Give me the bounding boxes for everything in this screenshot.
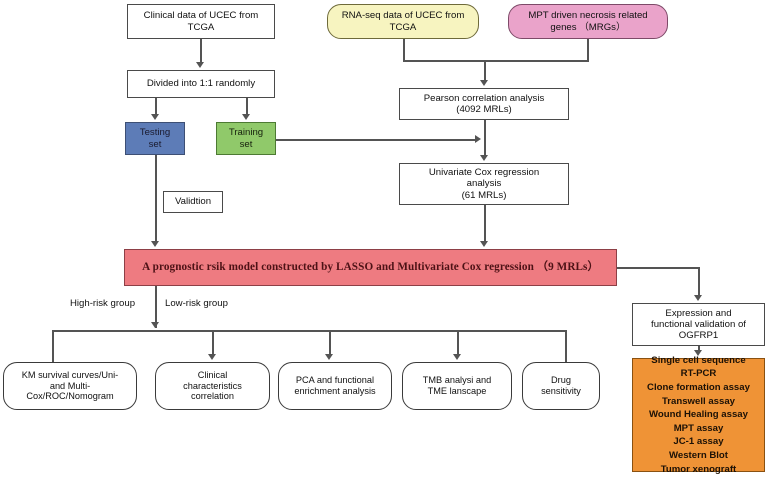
experiment-item: JC-1 assay bbox=[673, 436, 724, 448]
arrowhead-clinical-to-divided bbox=[196, 62, 204, 68]
connector-testing-to-model bbox=[155, 155, 157, 241]
arrowhead-bus-to-clinical-corr bbox=[208, 354, 216, 360]
connector-model-to-bus bbox=[155, 286, 157, 328]
connector-bus-to-pca bbox=[329, 330, 331, 355]
node-clinical-data: Clinical data of UCEC from TCGA bbox=[127, 4, 275, 39]
connector-model-to-expression-v bbox=[698, 267, 700, 296]
connector-bus-to-tmb bbox=[457, 330, 459, 355]
node-mrgs: MPT driven necrosis related genes （MRGs） bbox=[508, 4, 668, 39]
connector-bus-to-drug bbox=[565, 330, 567, 362]
arrowhead-testing-to-model bbox=[151, 241, 159, 247]
connector-mrgs-down bbox=[587, 39, 589, 61]
node-prognostic-risk-model: A prognostic rsik model constructed by L… bbox=[124, 249, 617, 286]
arrowhead-bus-to-tmb bbox=[453, 354, 461, 360]
arrowhead-model-to-bus bbox=[151, 322, 159, 328]
experiment-item: Single cell sequence bbox=[651, 354, 746, 366]
node-divided-randomly: Divided into 1:1 randomly bbox=[127, 70, 275, 98]
arrowhead-cox-to-model bbox=[480, 241, 488, 247]
connector-rnaseq-down bbox=[403, 39, 405, 61]
connector-model-to-expression-h bbox=[617, 267, 699, 269]
arrowhead-join-to-pearson bbox=[480, 80, 488, 86]
connector-cox-to-model bbox=[484, 205, 486, 242]
node-expression-validation: Expression and functional validation of … bbox=[632, 303, 765, 346]
node-experiments-list: Single cell sequence RT-PCR Clone format… bbox=[632, 355, 765, 475]
node-tmb-tme: TMB analysi and TME lanscape bbox=[402, 362, 512, 410]
connector-clinical-to-divided bbox=[200, 39, 202, 63]
node-training-set: Training set bbox=[216, 122, 276, 155]
experiment-item: Transwell assay bbox=[661, 395, 736, 407]
node-testing-set: Testing set bbox=[125, 122, 185, 155]
experiment-item: Clone formation assay bbox=[647, 381, 750, 393]
connector-bus-to-km bbox=[52, 330, 54, 362]
arrowhead-pearson-to-cox bbox=[480, 155, 488, 161]
node-drug-sensitivity: Drug sensitivity bbox=[522, 362, 600, 410]
experiment-item: MPT assay bbox=[673, 422, 724, 434]
arrowhead-bus-to-pca bbox=[325, 354, 333, 360]
connector-bus-to-clinical-corr bbox=[212, 330, 214, 355]
node-rnaseq-data: RNA-seq data of UCEC from TCGA bbox=[327, 4, 479, 39]
connector-divided-to-training bbox=[246, 98, 248, 115]
node-pearson-correlation: Pearson correlation analysis (4092 MRLs) bbox=[399, 88, 569, 120]
connector-join-to-pearson bbox=[484, 60, 486, 81]
node-validation: Validtion bbox=[163, 191, 223, 213]
arrowhead-expression-to-experiments bbox=[694, 350, 702, 356]
experiment-item: Western Blot bbox=[669, 450, 728, 462]
experiment-item: RT-PCR bbox=[680, 368, 717, 380]
connector-branch-bus bbox=[52, 330, 566, 332]
node-univariate-cox: Univariate Cox regression analysis (61 M… bbox=[399, 163, 569, 205]
arrowhead-model-to-expression bbox=[694, 295, 702, 301]
arrowhead-divided-to-training bbox=[242, 114, 250, 120]
node-km-survival: KM survival curves/Uni- and Multi- Cox/R… bbox=[3, 362, 137, 410]
arrowhead-training-to-trunk bbox=[475, 135, 481, 143]
arrowhead-divided-to-testing bbox=[151, 114, 159, 120]
node-clinical-correlation: Clinical characteristics correlation bbox=[155, 362, 270, 410]
connector-pearson-to-cox bbox=[484, 120, 486, 156]
connector-training-to-trunk bbox=[276, 139, 476, 141]
connector-expression-to-experiments bbox=[698, 346, 700, 351]
experiment-item: Wound Healing assay bbox=[649, 409, 748, 421]
label-low-risk-group: Low-risk group bbox=[165, 298, 228, 309]
node-pca-enrichment: PCA and functional enrichment analysis bbox=[278, 362, 392, 410]
label-high-risk-group: High-risk group bbox=[70, 298, 136, 309]
connector-divided-to-testing bbox=[155, 98, 157, 115]
connector-rnaseq-mrgs-join bbox=[403, 60, 589, 62]
experiment-item: Tumor xenograft bbox=[660, 463, 737, 475]
